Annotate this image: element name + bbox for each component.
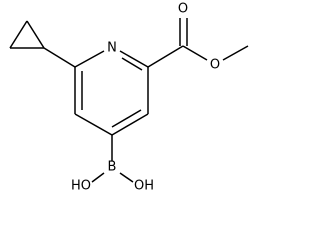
hydroxyl-left-label: HO	[71, 179, 91, 194]
hydroxyl-right-label: OH	[134, 179, 154, 194]
bond-boron-hydroxyl-left	[91, 172, 105, 183]
ester-oxygen-label: O	[210, 58, 220, 73]
bond-ester-oxygen-methyl	[222, 45, 249, 61]
bond-c3-c4-inner	[111, 109, 142, 128]
bond-c6-n1	[74, 50, 105, 68]
boron-atom-label: B	[108, 160, 117, 175]
bond-c3-c4	[111, 113, 149, 136]
bond-carbonyl-ester-oxygen	[182, 45, 208, 61]
nitrogen-atom-label: N	[107, 41, 117, 56]
bond-cyclopropyl-2	[9, 20, 28, 49]
pyridine-ring	[74, 50, 149, 136]
bond-cyclopropyl-pyridine	[43, 47, 76, 68]
bond-n1-c2	[119, 50, 149, 68]
methyl-ester-group	[147, 18, 249, 68]
boronic-acid-group	[91, 135, 134, 183]
bond-boron-hydroxyl-right	[119, 172, 134, 183]
bond-ring-carbonyl	[147, 45, 184, 68]
bond-n1-c2-inner	[121, 57, 143, 71]
bond-c4-c5	[74, 113, 113, 136]
carbonyl-oxygen-label: O	[178, 2, 188, 17]
molecule-structure: N O O B HO OH	[9, 2, 249, 194]
cyclopropyl-ring	[9, 20, 45, 49]
bond-cyclopropyl-3	[26, 20, 45, 49]
